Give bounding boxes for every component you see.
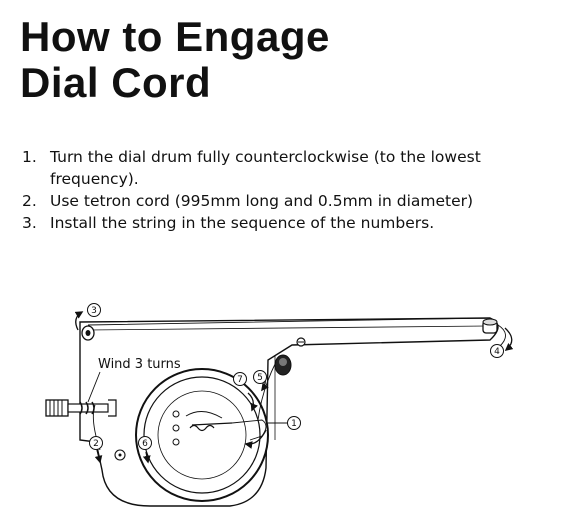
svg-text:4: 4 <box>494 347 500 357</box>
lower-screw-center <box>118 453 122 457</box>
marker-1: 1 <box>268 416 301 430</box>
arrow-7 <box>247 392 258 412</box>
step-text: Use tetron cord (995mm long and 0.5mm in… <box>50 192 474 210</box>
svg-text:2: 2 <box>93 439 99 449</box>
marker-6: 6 <box>138 436 152 450</box>
instruction-list: 1. Turn the dial drum fully counterclock… <box>22 146 550 234</box>
chassis-frame <box>79 317 499 507</box>
page-title: How to Engage Dial Cord <box>20 14 330 106</box>
arrow-4 <box>504 327 514 351</box>
dial-cord-diagram: Wind 3 turns 3 4 5 7 <box>45 303 514 507</box>
svg-text:3: 3 <box>91 306 97 316</box>
instruction-step: 1. Turn the dial drum fully counterclock… <box>22 146 550 190</box>
bracket-inner-line <box>87 325 487 331</box>
arrow-6 <box>142 451 151 464</box>
svg-text:6: 6 <box>142 439 148 449</box>
svg-text:7: 7 <box>237 375 243 385</box>
marker-7: 7 <box>233 372 247 386</box>
dial-cord-path <box>87 317 506 451</box>
dial-drum <box>135 368 269 502</box>
title-line-1: How to Engage <box>20 13 330 60</box>
step-text: Install the string in the sequence of th… <box>50 214 435 232</box>
step-number: 2. <box>22 192 37 210</box>
wind-leader-line <box>87 371 101 403</box>
marker-2: 2 <box>89 436 103 450</box>
svg-text:1: 1 <box>291 419 297 429</box>
right-pulley <box>482 318 498 334</box>
svg-text:5: 5 <box>257 373 263 383</box>
step-text: Turn the dial drum fully counterclockwis… <box>50 148 481 188</box>
marker-4: 4 <box>490 344 504 358</box>
left-pulley <box>81 325 95 341</box>
step-number: 1. <box>22 148 37 166</box>
step-number: 3. <box>22 214 37 232</box>
arrow-1 <box>244 429 267 449</box>
middle-pulley <box>274 354 292 376</box>
arrow-3 <box>74 311 84 331</box>
title-line-2: Dial Cord <box>20 59 212 106</box>
marker-3: 3 <box>87 303 101 317</box>
arrow-2 <box>94 449 103 464</box>
tuning-shaft <box>45 399 117 417</box>
marker-5: 5 <box>253 370 267 384</box>
wind-turns-label: Wind 3 turns <box>98 357 181 372</box>
instruction-step: 2. Use tetron cord (995mm long and 0.5mm… <box>22 190 550 212</box>
bracket-screw <box>296 337 306 347</box>
instruction-step: 3. Install the string in the sequence of… <box>22 212 550 234</box>
